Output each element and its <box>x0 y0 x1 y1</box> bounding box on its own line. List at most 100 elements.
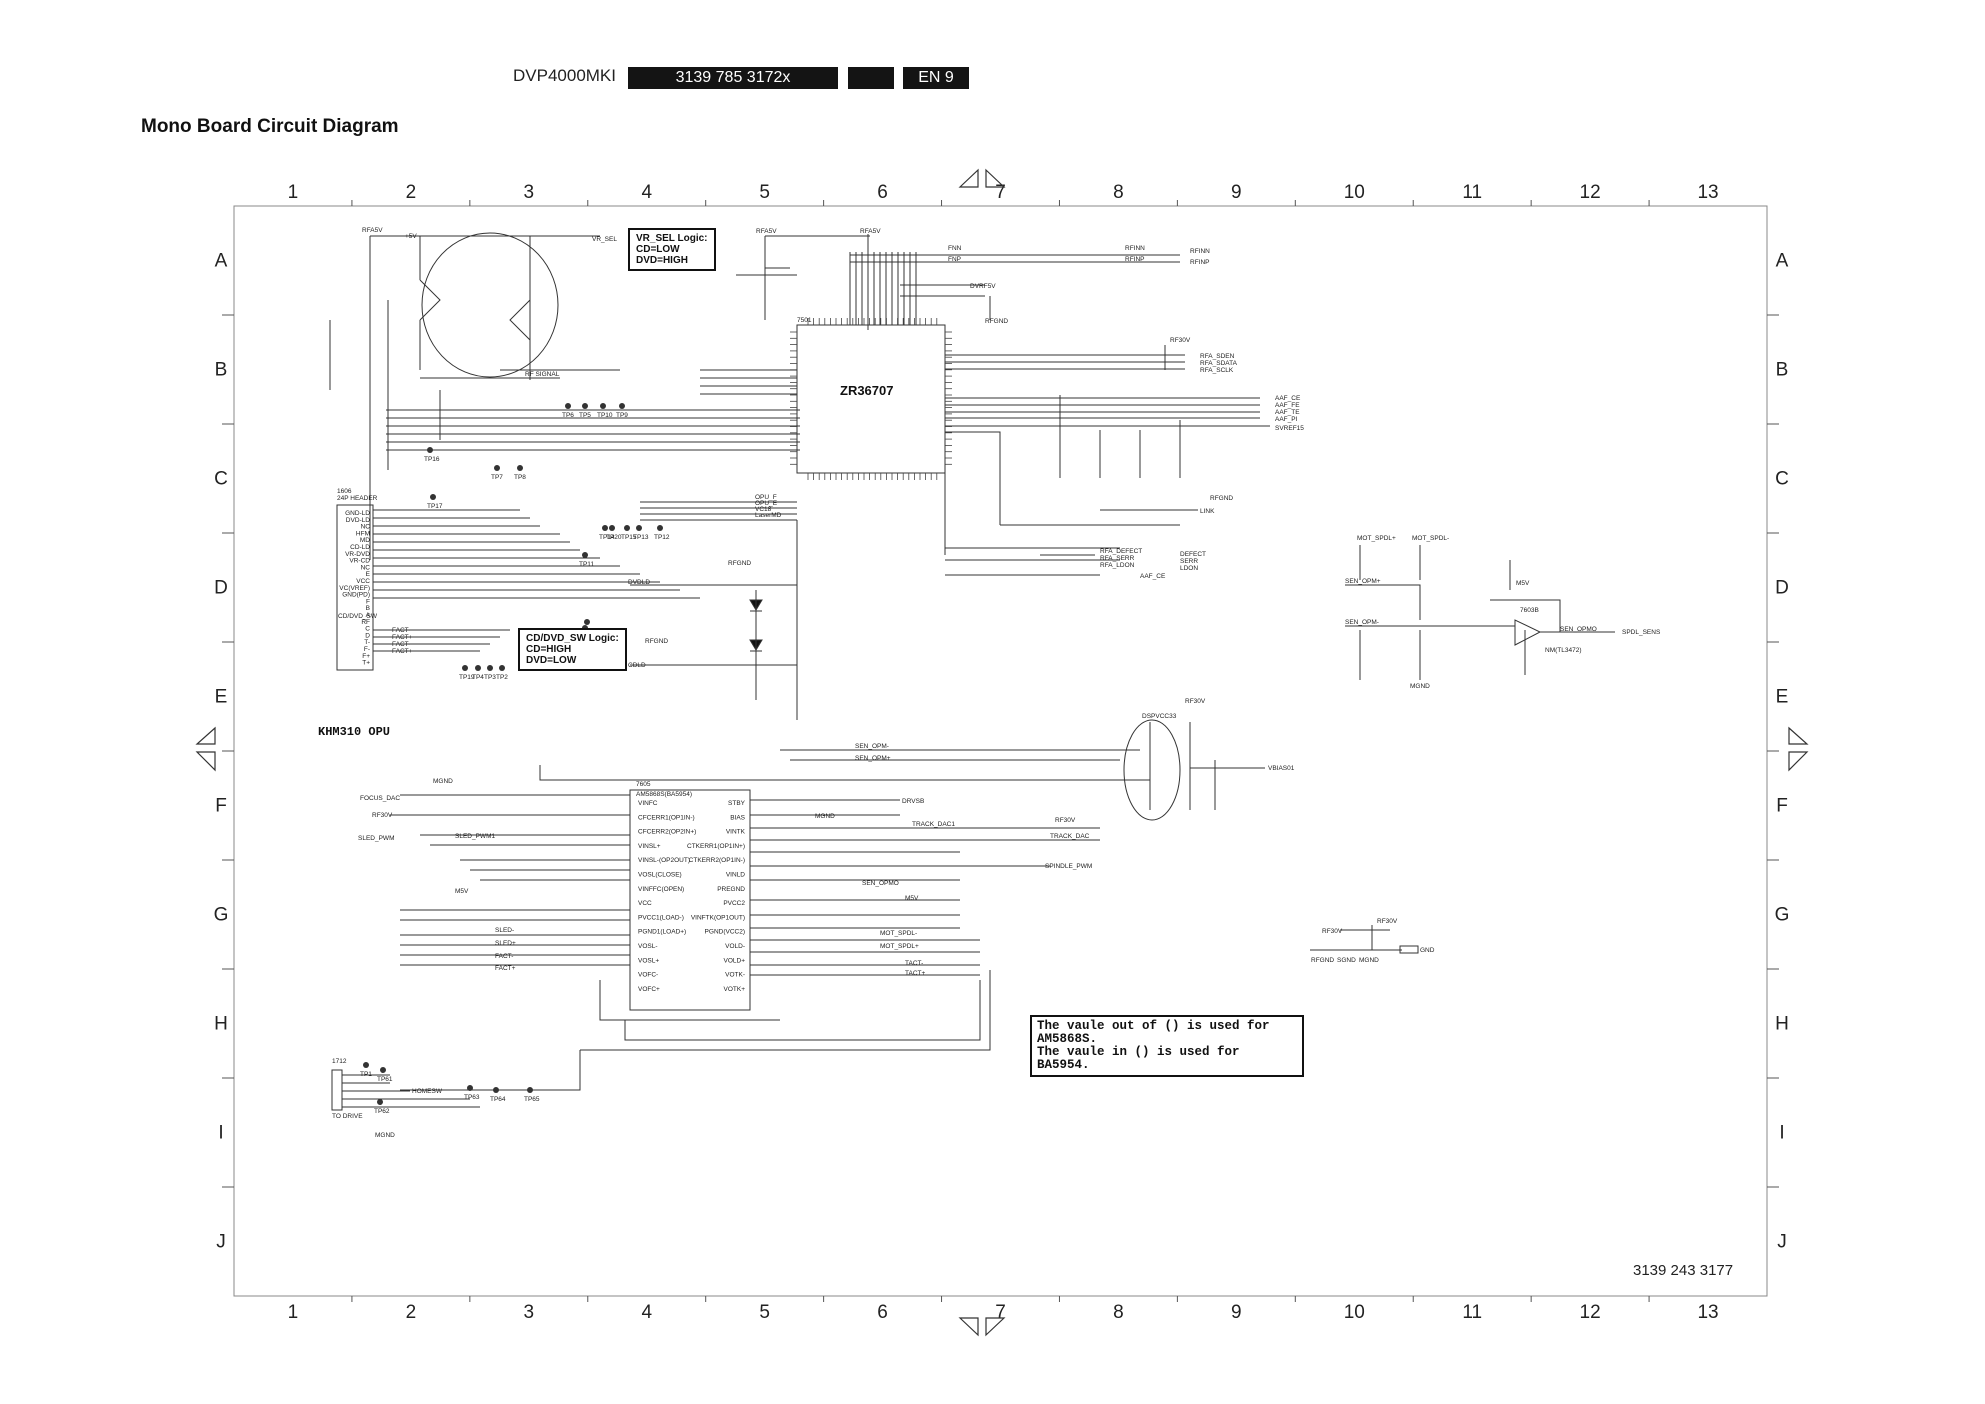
svg-text:OPU_F: OPU_F <box>755 494 777 501</box>
svg-text:SEN_OPM-: SEN_OPM- <box>1345 619 1379 626</box>
grid-row-B: B <box>215 360 228 381</box>
driver-pin-left: VOSL+ <box>638 957 659 964</box>
svg-text:SVREF15: SVREF15 <box>1275 425 1304 432</box>
svg-text:RFA_DEFECT: RFA_DEFECT <box>1100 548 1142 555</box>
svg-text:AAF_PI: AAF_PI <box>1275 416 1298 423</box>
driver-net-label: TRACK_DAC1 <box>912 821 955 828</box>
driver-net-label: MGND <box>433 778 453 785</box>
grid-col-11: 11 <box>1462 182 1482 203</box>
grid-col-13: 13 <box>1697 182 1718 203</box>
driver-pin-right: VOTK+ <box>724 986 746 993</box>
svg-text:VR_SEL: VR_SEL <box>592 236 617 243</box>
testpoint-label: TP17 <box>427 503 443 510</box>
svg-text:LDON: LDON <box>1180 565 1198 572</box>
driver-net-label: MGND <box>815 813 835 820</box>
opu-pin-label: B <box>366 605 370 612</box>
grid-col-8: 8 <box>1113 1302 1124 1323</box>
opu-label: KHM310 OPU <box>318 725 391 739</box>
grid-col-1: 1 <box>288 182 299 203</box>
svg-text:LINK: LINK <box>1200 508 1215 515</box>
testpoint-label: TP64 <box>490 1096 506 1103</box>
driver-wires <box>390 749 1150 1091</box>
center-marker-bottom <box>958 1317 1006 1337</box>
testpoint-label: TP14 <box>599 534 615 541</box>
grid-row-C: C <box>214 469 228 490</box>
driver-pin-right: VINFTK(OP1OUT) <box>691 914 745 921</box>
grid-row-D: D <box>214 578 228 599</box>
opu-connector <box>336 504 374 671</box>
grid-col-7: 7 <box>995 1302 1006 1323</box>
svg-text:CD/DVD_SW: CD/DVD_SW <box>338 613 378 620</box>
grid-row-I-right: I <box>1779 1123 1784 1144</box>
svg-text:MGND: MGND <box>375 1132 395 1139</box>
svg-text:RFGND: RFGND <box>1210 495 1233 502</box>
svg-text:RFGND: RFGND <box>985 318 1008 325</box>
opu-pin-label: VR-DVD <box>345 551 370 558</box>
svg-text:RFA_SDATA: RFA_SDATA <box>1200 360 1238 367</box>
driver-pin-right: PVCC2 <box>723 900 745 907</box>
testpoint-label: TP2 <box>496 674 508 681</box>
right-wires <box>944 345 1270 576</box>
grid-col-2: 2 <box>406 1302 417 1323</box>
svg-text:SEN_OPM+: SEN_OPM+ <box>1345 578 1381 585</box>
driver-net-label: SLED_PWM <box>358 835 394 842</box>
testpoint-label: TP65 <box>524 1096 540 1103</box>
svg-text:RF30V: RF30V <box>1170 337 1191 344</box>
driver-pin-left: VINSL+ <box>638 843 661 850</box>
testpoint-marker <box>430 494 436 500</box>
testpoint-marker <box>517 465 523 471</box>
top-left-wires <box>329 235 800 560</box>
svg-text:RF SIGNAL: RF SIGNAL <box>525 371 560 378</box>
opu-pin-label: E <box>366 571 371 578</box>
driver-net-label: MOT_SPDL- <box>880 930 917 937</box>
opu-pin-label: C <box>365 626 370 633</box>
grid-col-3: 3 <box>524 182 535 203</box>
testpoint-marker <box>499 665 505 671</box>
ic-zr36707-name: ZR36707 <box>840 383 893 398</box>
svg-text:RFGND: RFGND <box>728 560 751 567</box>
grid-row-F: F <box>215 796 227 817</box>
grid-row-H-right: H <box>1775 1014 1789 1035</box>
testpoint-label: TP12 <box>654 534 670 541</box>
grid-row-E: E <box>215 687 228 708</box>
driver-pin-left: VCC <box>638 900 652 907</box>
driver-net-label: TACT+ <box>905 970 925 977</box>
svg-text:SERR: SERR <box>1180 558 1198 565</box>
opu-pin-label: F- <box>364 646 370 653</box>
driver-pin-left: VOSL(CLOSE) <box>638 872 682 879</box>
svg-text:SPDL_SENS: SPDL_SENS <box>1622 629 1661 636</box>
svg-text:RFINP: RFINP <box>1190 259 1210 266</box>
opu-pin-label: VCC <box>356 578 370 585</box>
testpoint-label: TP11 <box>579 561 594 568</box>
testpoint-marker <box>600 403 606 409</box>
svg-text:HOMESW: HOMESW <box>412 1088 443 1095</box>
svg-text:SEN_OPMO: SEN_OPMO <box>1560 626 1597 633</box>
driver-pin-right: BIAS <box>730 814 745 821</box>
driver-pin-right: VINTK <box>726 829 746 836</box>
grid-col-9: 9 <box>1231 182 1242 203</box>
grid-col-9: 9 <box>1231 1302 1242 1323</box>
grid-row-G: G <box>214 905 229 926</box>
testpoint-label: TP15 <box>621 534 637 541</box>
dspvcc-wires <box>1149 722 1265 810</box>
svg-text:RFA_LDON: RFA_LDON <box>1100 562 1135 569</box>
svg-text:RFA5V: RFA5V <box>860 228 881 235</box>
svg-text:AAF_TE: AAF_TE <box>1275 409 1300 416</box>
opu-pin-label: CD-LD <box>350 544 370 551</box>
svg-text:MOT_SPDL-: MOT_SPDL- <box>1412 535 1449 542</box>
driver-net-label: TACT- <box>905 960 923 967</box>
testpoint-marker <box>624 525 630 531</box>
grid-col-3: 3 <box>524 1302 535 1323</box>
testpoint-label: TP16 <box>424 456 440 463</box>
testpoint-label: TP1 <box>360 1071 372 1078</box>
svg-text:AAF_CE: AAF_CE <box>1275 395 1301 402</box>
opu-pin-label: T- <box>364 639 370 646</box>
testpoint-label: TP6 <box>562 412 574 419</box>
svg-text:FNN: FNN <box>948 245 962 252</box>
misc-grounds <box>1310 925 1419 954</box>
svg-text:NM(TL3472): NM(TL3472) <box>1545 647 1581 654</box>
svg-text:VC18: VC18 <box>755 506 772 513</box>
testpoint-marker <box>582 552 588 558</box>
testpoint-marker <box>363 1062 369 1068</box>
